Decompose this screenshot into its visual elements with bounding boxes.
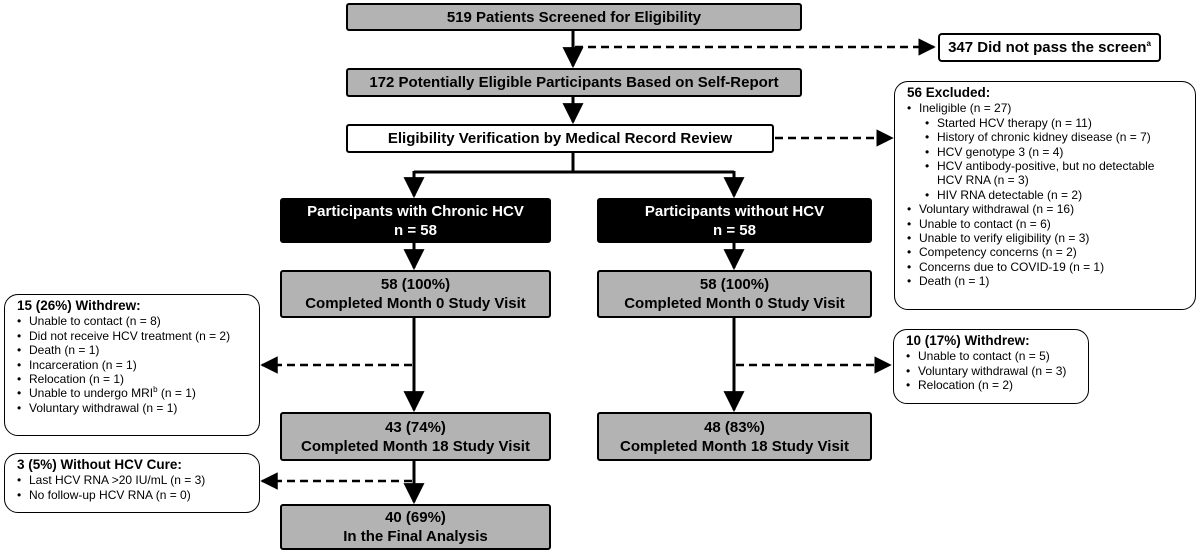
potentially-eligible-box: 172 Potentially Eligible Participants Ba… [346,68,802,97]
excluded-box: 56 Excluded: Ineligible (n = 27) Started… [894,81,1196,310]
without-hcv-n: n = 58 [713,221,756,239]
chronic-month0-label: Completed Month 0 Study Visit [305,295,526,312]
without-month18-label: Completed Month 18 Study Visit [620,437,849,455]
list-item: Death (n = 1) [17,343,249,358]
list-item: Relocation (n = 2) [906,378,1078,393]
footnote-a: a [1146,39,1151,48]
chronic-hcv-n: n = 58 [394,221,437,239]
list-item: Last HCV RNA >20 IU/mL (n = 3) [17,473,249,488]
list-item: History of chronic kidney disease (n = 7… [925,130,1185,145]
list-item: HCV genotype 3 (n = 4) [925,145,1185,160]
list-item: Relocation (n = 1) [17,372,249,387]
no-cure-title: 3 (5%) Without HCV Cure: [17,457,182,472]
without-month0-count: 58 (100%) [699,276,770,293]
chronic-hcv-title: Participants with Chronic HCV [307,202,524,220]
withdrew-chronic-title: 15 (26%) Withdrew: [17,298,141,313]
not-pass-box: 347 Did not pass the screena [938,33,1161,62]
list-item: Did not receive HCV treatment (n = 2) [17,329,249,344]
chronic-month18-box: 43 (74%) Completed Month 18 Study Visit [280,412,551,461]
without-month18-box: 48 (83%) Completed Month 18 Study Visit [597,412,872,461]
withdrew-chronic-box: 15 (26%) Withdrew: Unable to contact (n … [4,294,260,436]
potentially-eligible-label: 172 Potentially Eligible Participants Ba… [369,74,779,91]
list-item: Started HCV therapy (n = 11) [925,116,1185,131]
list-item-continuation: HCV RNA (n = 3) [937,173,1029,188]
verification-box: Eligibility Verification by Medical Reco… [346,124,774,153]
footnote-b: b [153,385,158,395]
list-item: Voluntary withdrawal (n = 3) [906,364,1078,379]
without-hcv-box: Participants without HCV n = 58 [597,198,872,243]
list-item: Incarceration (n = 1) [17,358,249,373]
not-pass-label: 347 Did not pass the screena [948,39,1151,56]
verification-label: Eligibility Verification by Medical Reco… [387,130,733,147]
no-cure-list: Last HCV RNA >20 IU/mL (n = 3) No follow… [17,473,249,502]
without-month0-label: Completed Month 0 Study Visit [624,295,845,312]
chronic-month18-label: Completed Month 18 Study Visit [301,437,530,455]
list-item: HIV RNA detectable (n = 2) [925,188,1185,203]
chronic-month0-count: 58 (100%) [380,276,451,293]
list-item: Voluntary withdrawal (n = 1) [17,401,249,416]
withdrew-without-list: Unable to contact (n = 5) Voluntary with… [906,349,1078,393]
final-analysis-count: 40 (69%) [385,509,446,526]
list-item: Voluntary withdrawal (n = 16) [907,202,1185,217]
final-analysis-box: 40 (69%) In the Final Analysis [280,504,551,550]
list-item: Concerns due to COVID-19 (n = 1) [907,260,1185,275]
list-item: Unable to contact (n = 5) [906,349,1078,364]
list-item: Unable to contact (n = 6) [907,217,1185,232]
withdrew-chronic-list: Unable to contact (n = 8) Did not receiv… [17,314,249,415]
screened-box: 519 Patients Screened for Eligibility [346,3,802,31]
withdrew-without-box: 10 (17%) Withdrew: Unable to contact (n … [893,329,1089,404]
chronic-hcv-box: Participants with Chronic HCV n = 58 [280,198,551,243]
without-month0-box: 58 (100%) Completed Month 0 Study Visit [597,270,872,318]
excluded-title: 56 Excluded: [907,85,991,100]
without-hcv-title: Participants without HCV [644,202,825,220]
chronic-month0-box: 58 (100%) Completed Month 0 Study Visit [280,270,551,318]
list-item: Death (n = 1) [907,274,1185,289]
without-month18-count: 48 (83%) [704,418,765,436]
list-item: No follow-up HCV RNA (n = 0) [17,488,249,503]
list-item: Unable to undergo MRIb (n = 1) [17,385,249,401]
screened-label: 519 Patients Screened for Eligibility [446,8,702,26]
list-item: Ineligible (n = 27) [907,101,1185,116]
list-item: Competency concerns (n = 2) [907,245,1185,260]
list-item: Unable to verify eligibility (n = 3) [907,231,1185,246]
list-item: Unable to contact (n = 8) [17,314,249,329]
excluded-list: Ineligible (n = 27) Started HCV therapy … [907,101,1185,289]
final-analysis-label: In the Final Analysis [343,528,488,545]
chronic-month18-count: 43 (74%) [385,418,446,436]
list-item: HCV antibody-positive, but no detectable [925,159,1185,174]
withdrew-without-title: 10 (17%) Withdrew: [906,333,1030,348]
no-cure-box: 3 (5%) Without HCV Cure: Last HCV RNA >2… [4,453,260,513]
